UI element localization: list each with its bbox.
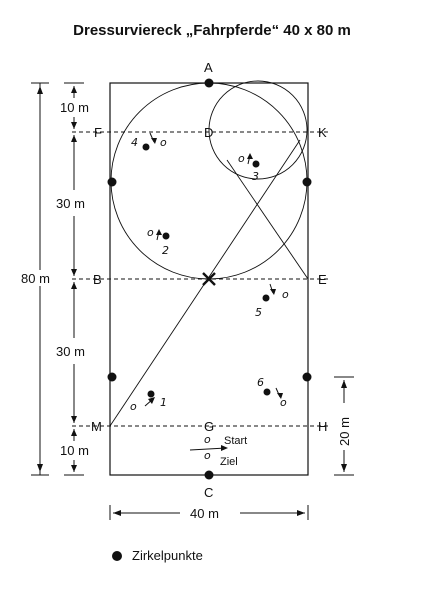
circle-point-6-dot xyxy=(263,388,271,396)
dimension-label-top-10m: 10 m xyxy=(60,100,89,115)
letter-f: F xyxy=(94,125,102,140)
start-marker-top: o xyxy=(204,433,211,446)
side-point-left-lower xyxy=(107,372,117,382)
side-point-left-upper xyxy=(107,177,117,187)
letter-b: B xyxy=(93,272,102,287)
center-x-marker xyxy=(202,272,216,286)
letter-point-a xyxy=(204,78,214,88)
letter-h: H xyxy=(318,419,327,434)
legend-point-icon xyxy=(112,550,122,561)
dimension-right-20 xyxy=(334,376,354,476)
circle-point-6-number: 6 xyxy=(257,376,264,389)
circle-point-4-dot xyxy=(142,143,150,151)
circle-point-2-number: 2 xyxy=(162,244,169,257)
dimension-label-40m: 40 m xyxy=(190,506,219,521)
circle-point-2-dot xyxy=(162,232,170,240)
dimension-chain-left xyxy=(64,82,84,476)
legend: Zirkelpunkte xyxy=(112,548,203,563)
start-finish-arrow xyxy=(189,447,227,451)
start-label: Start xyxy=(224,435,247,447)
letter-d: D xyxy=(204,125,213,140)
dimension-width-40 xyxy=(109,505,309,520)
circle-point-5-dot xyxy=(262,294,270,302)
dimension-label-upper-30m: 30 m xyxy=(56,196,85,211)
circle-point-3-number: 3 xyxy=(252,170,259,183)
circle-point-5-number: 5 xyxy=(255,306,262,319)
circle-point-4-number: 4 xyxy=(131,136,138,149)
letter-m: M xyxy=(91,419,102,434)
letter-a: A xyxy=(204,60,213,75)
dimension-label-20m: 20 m xyxy=(337,417,352,446)
dimension-label-lower-30m: 30 m xyxy=(56,344,85,359)
letter-k: K xyxy=(318,125,327,140)
circle-point-2-marker: o xyxy=(147,226,154,239)
circle-point-1-dot xyxy=(147,390,155,398)
legend-label: Zirkelpunkte xyxy=(132,548,203,563)
dimension-label-bottom-10m: 10 m xyxy=(60,443,89,458)
diagonal-circle-to-e xyxy=(226,159,309,280)
finish-label: Ziel xyxy=(220,456,238,468)
circle-point-6-marker: o xyxy=(280,396,287,409)
letter-e: E xyxy=(318,272,327,287)
side-point-right-upper xyxy=(302,177,312,187)
side-point-right-lower xyxy=(302,372,312,382)
circle-point-4-marker: o xyxy=(160,136,167,149)
circle-point-3-dot xyxy=(252,160,260,168)
letter-c: C xyxy=(204,485,213,500)
letter-g: G xyxy=(204,419,214,434)
circle-point-3-marker: o xyxy=(238,152,245,165)
finish-marker-bottom: o xyxy=(204,449,211,462)
diagram-title: Dressurviereck „Fahrpferde“ 40 x 80 m xyxy=(73,22,351,39)
circle-point-1-marker: o xyxy=(130,400,137,413)
large-circle-path xyxy=(110,82,308,280)
letter-point-c xyxy=(204,470,214,480)
circle-point-1-number: 1 xyxy=(160,396,167,409)
dimension-label-80m: 80 m xyxy=(21,271,50,286)
circle-point-5-marker: o xyxy=(282,288,289,301)
small-circle-path xyxy=(208,80,308,180)
